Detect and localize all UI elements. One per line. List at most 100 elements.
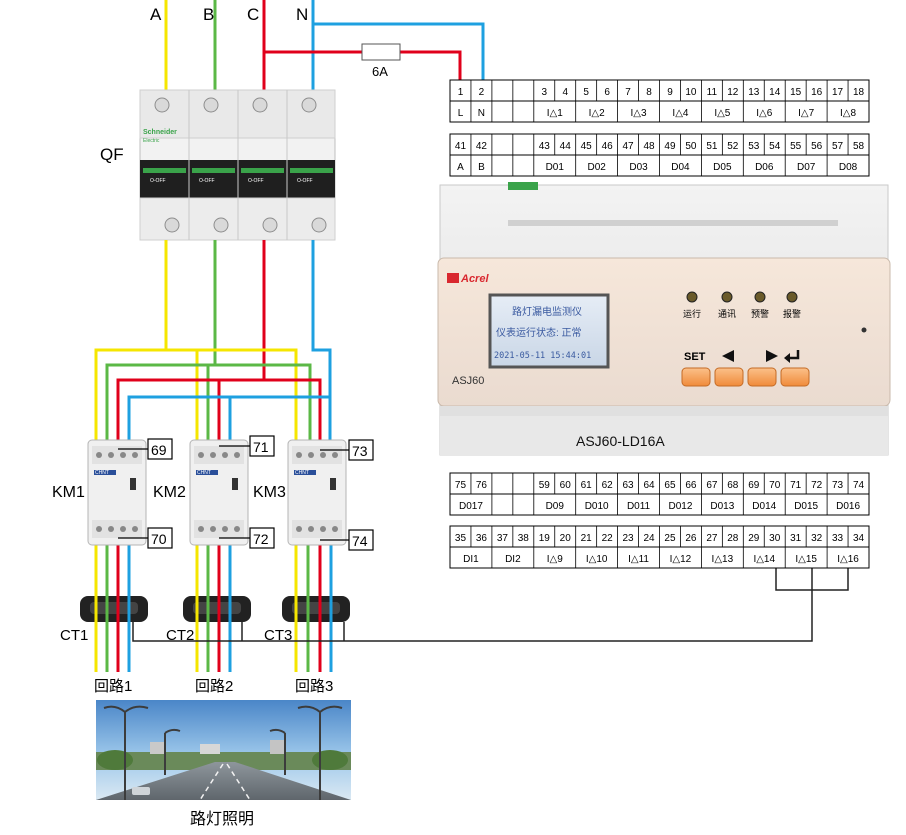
terminal-label: I△11 xyxy=(628,554,649,565)
terminal-number: 41 xyxy=(455,141,467,152)
breaker-brand-sub: Electric xyxy=(143,138,160,144)
terminal-label: I△15 xyxy=(795,554,817,565)
indicator-prewarn-label: 预警 xyxy=(751,308,769,319)
terminal-label: D014 xyxy=(752,501,776,512)
terminal-label: I△4 xyxy=(672,108,688,119)
terminal-number: 5 xyxy=(583,87,589,98)
terminal-number: 7 xyxy=(625,87,631,98)
breaker-state-2: O-OFF xyxy=(199,178,215,184)
terminal-number: 24 xyxy=(643,533,655,544)
terminal-label: I△6 xyxy=(756,108,772,119)
fuse xyxy=(361,43,401,61)
km1-bottom-terminal: 70 xyxy=(151,531,167,547)
terminal-number: 25 xyxy=(664,533,676,544)
contactor-km3 xyxy=(287,439,347,546)
terminal-number: 21 xyxy=(581,533,593,544)
contactor-km1 xyxy=(87,439,147,546)
terminal-label: I△1 xyxy=(547,108,563,119)
terminal-number: 68 xyxy=(727,480,739,491)
phase-label-n: N xyxy=(296,5,308,24)
km1-brand: CHNT xyxy=(95,470,109,476)
terminal-label: D04 xyxy=(671,162,690,173)
terminal-number: 60 xyxy=(560,480,572,491)
terminal-label: I△12 xyxy=(670,554,692,565)
terminal-number: 28 xyxy=(727,533,739,544)
terminal-label: D08 xyxy=(839,162,858,173)
terminal-number: 10 xyxy=(685,87,697,98)
circuit-3-label: 回路3 xyxy=(295,678,333,695)
terminal-label: B xyxy=(478,162,485,173)
terminal-number: 38 xyxy=(518,533,530,544)
fuse-label: 6A xyxy=(372,64,388,79)
terminal-label: D09 xyxy=(546,501,565,512)
terminal-number: 75 xyxy=(455,480,467,491)
terminal-number: 3 xyxy=(541,87,547,98)
enter-button[interactable] xyxy=(780,367,810,387)
contactor-km2 xyxy=(189,439,249,546)
km1-top-terminal: 69 xyxy=(151,442,167,458)
terminal-label: D016 xyxy=(836,501,860,512)
km2-bottom-terminal: 72 xyxy=(253,531,269,547)
terminal-label: D017 xyxy=(459,501,483,512)
set-button[interactable] xyxy=(681,367,711,387)
left-arrow-button[interactable] xyxy=(714,367,744,387)
terminal-number: 47 xyxy=(623,141,635,152)
terminal-number: 57 xyxy=(832,141,844,152)
terminal-label: D05 xyxy=(713,162,732,173)
km3-bottom-terminal: 74 xyxy=(352,533,368,549)
ct-signal-line xyxy=(132,568,849,642)
lcd-title: 路灯漏电监测仪 xyxy=(512,305,582,318)
model-label: ASJ60-LD16A xyxy=(576,433,665,449)
terminal-label: I△9 xyxy=(547,554,563,565)
lcd-screen xyxy=(488,293,610,369)
terminal-number: 62 xyxy=(602,480,614,491)
acrel-brand: Acrel xyxy=(460,273,489,285)
lcd-status: 仪表运行状态: 正常 xyxy=(496,326,582,339)
terminal-number: 48 xyxy=(643,141,655,152)
distribution-wiring xyxy=(94,240,333,672)
terminal-number: 17 xyxy=(832,87,844,98)
terminal-number: 56 xyxy=(811,141,823,152)
terminal-number: 42 xyxy=(476,141,488,152)
terminal-label: D03 xyxy=(629,162,648,173)
terminal-label: D013 xyxy=(710,501,734,512)
km2-top-terminal: 71 xyxy=(253,439,269,455)
incoming-lines xyxy=(164,0,485,95)
terminal-label: L xyxy=(458,108,464,119)
terminal-label: D015 xyxy=(794,501,818,512)
indicator-alarm-led xyxy=(786,291,798,303)
status-dot xyxy=(861,327,867,333)
terminal-number: 64 xyxy=(643,480,655,491)
km2-brand: CHNT xyxy=(197,470,211,476)
terminal-number: 8 xyxy=(646,87,652,98)
indicator-alarm-label: 报警 xyxy=(783,308,801,319)
ct1-label: CT1 xyxy=(60,627,88,644)
lcd-datetime: 2021-05-11 15:44:01 xyxy=(494,351,591,361)
model-small-label: ASJ60 xyxy=(452,375,484,387)
terminal-number: 19 xyxy=(539,533,551,544)
terminal-number: 15 xyxy=(790,87,802,98)
indicator-prewarn-led xyxy=(754,291,766,303)
terminal-label: D06 xyxy=(755,162,774,173)
terminal-label: D01 xyxy=(546,162,565,173)
right-arrow-button[interactable] xyxy=(747,367,777,387)
ct2-label: CT2 xyxy=(166,627,194,644)
km2-label: KM2 xyxy=(153,484,186,501)
terminal-number: 55 xyxy=(790,141,802,152)
terminal-number: 76 xyxy=(476,480,488,491)
terminal-number: 50 xyxy=(685,141,697,152)
terminal-number: 30 xyxy=(769,533,781,544)
terminal-number: 59 xyxy=(539,480,551,491)
terminal-tags xyxy=(118,435,374,551)
terminal-label: D02 xyxy=(587,162,606,173)
terminal-number: 45 xyxy=(581,141,593,152)
terminal-label: I△8 xyxy=(840,108,856,119)
indicator-comm-label: 通讯 xyxy=(718,309,736,319)
breaker-state-3: O-OFF xyxy=(248,178,264,184)
terminal-number: 20 xyxy=(560,533,572,544)
breaker-label: QF xyxy=(100,145,124,164)
terminal-number: 4 xyxy=(562,87,568,98)
terminal-number: 72 xyxy=(811,480,823,491)
